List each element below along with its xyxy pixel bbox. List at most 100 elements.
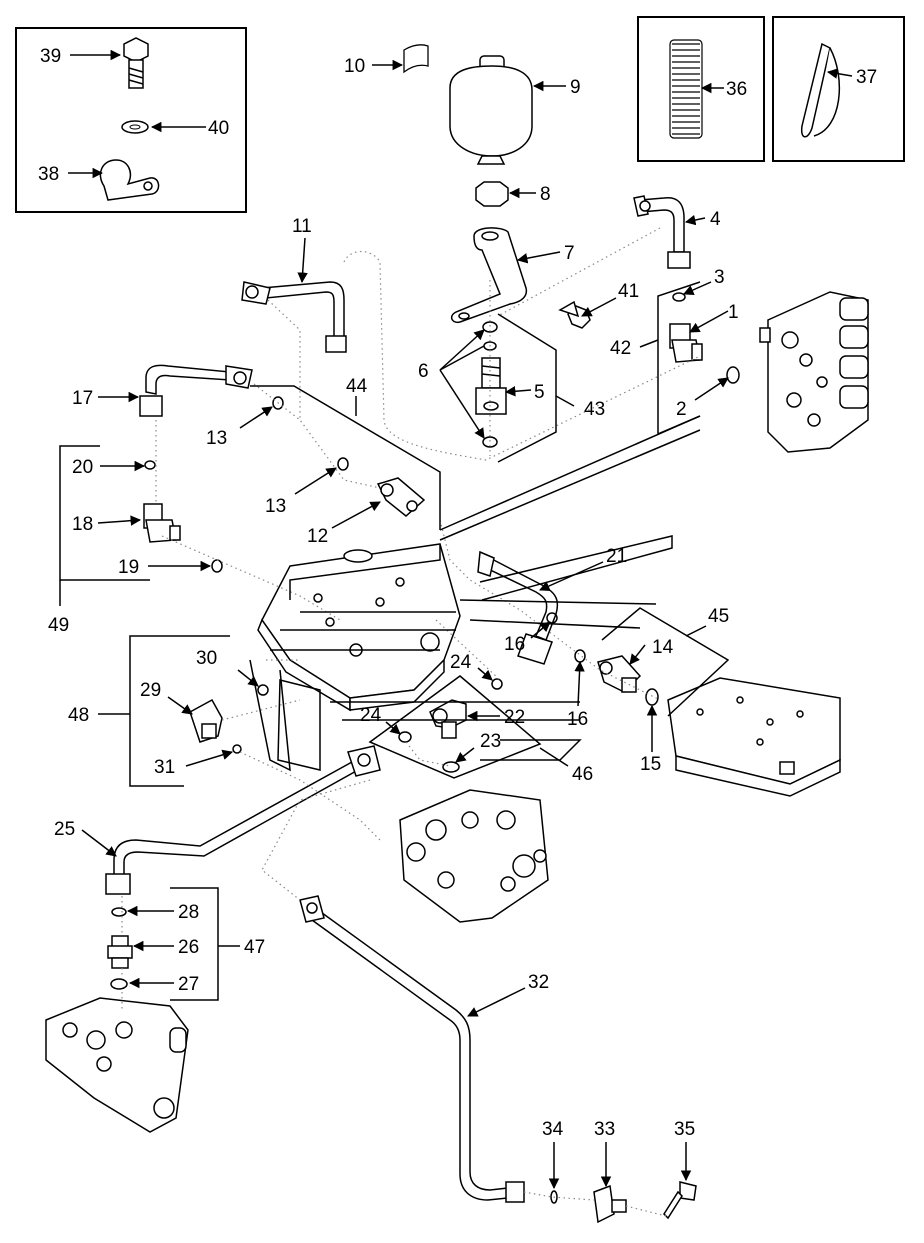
o-ring-23-part: [442, 761, 460, 773]
leader-lines: [59, 49, 853, 1190]
callout-labels: 39 40 38 10 9 8 7 4 3 1 2 41 42 5 6 43 1…: [38, 46, 877, 1140]
callout-20: 20: [72, 457, 93, 478]
callout-11: 11: [292, 216, 312, 237]
callout-24b: 24: [360, 705, 382, 726]
o-ring-28-part: [111, 907, 127, 917]
dust-cap-35-part: [663, 1181, 697, 1220]
spring-36-part: [669, 39, 703, 139]
o-ring-24-top: [491, 678, 503, 690]
bolt-39-part: [123, 37, 149, 89]
group-brackets: [59, 281, 730, 1001]
o-ring-30-part: [257, 684, 269, 696]
coupler-33-part: [593, 1184, 627, 1224]
o-ring-3-part: [672, 292, 686, 302]
callout-13b: 13: [265, 496, 286, 517]
o-ring-6-bottom: [482, 436, 498, 448]
o-ring-16-right: [574, 649, 586, 663]
callout-45: 45: [708, 606, 729, 627]
tube-25-part: [105, 745, 381, 895]
valve-5-part: [475, 357, 507, 415]
callout-35: 35: [674, 1119, 695, 1140]
callout-4: 4: [710, 209, 721, 230]
tube-21-part: [477, 550, 559, 665]
callout-37: 37: [856, 67, 877, 88]
o-ring-16-left: [546, 612, 558, 624]
callout-33: 33: [594, 1119, 615, 1140]
callout-40: 40: [208, 118, 229, 139]
callout-16b: 16: [567, 709, 588, 730]
callout-39: 39: [40, 46, 61, 67]
inset-box-spring: [637, 16, 765, 162]
o-ring-2-part: [726, 366, 740, 384]
fitting-26-part: [107, 935, 133, 969]
callout-49: 49: [48, 615, 69, 636]
bracket-7-part: [450, 227, 528, 324]
callout-48: 48: [68, 705, 89, 726]
callout-44: 44: [346, 376, 368, 397]
callout-16a: 16: [504, 634, 525, 655]
callout-29: 29: [140, 680, 161, 701]
valve-block-lower-left-part: [45, 997, 189, 1133]
o-ring-6-top: [482, 321, 498, 333]
accumulator-9-part: [449, 55, 533, 165]
callout-42: 42: [610, 338, 631, 359]
label-tag-10-part: [403, 44, 429, 74]
callout-30: 30: [196, 648, 217, 669]
washer-40-part: [121, 120, 149, 134]
valve-block-right-middle-part: [667, 677, 841, 797]
callout-6: 6: [418, 361, 429, 382]
callout-28: 28: [178, 902, 199, 923]
clamp-38-part: [99, 159, 160, 201]
tube-32-part: [299, 895, 525, 1203]
callout-12: 12: [307, 526, 328, 547]
callout-24a: 24: [450, 652, 472, 673]
dotted-center-lines: [121, 227, 701, 1217]
strap-37-part: [800, 42, 841, 138]
elbow-fitting-22-part: [429, 699, 467, 739]
callout-18: 18: [72, 514, 93, 535]
valve-block-right-part: [759, 291, 869, 453]
callout-9: 9: [570, 77, 581, 98]
o-ring-34-part: [550, 1190, 558, 1204]
callout-7: 7: [564, 243, 575, 264]
callout-32: 32: [528, 972, 549, 993]
callout-2: 2: [676, 399, 687, 420]
callout-26: 26: [178, 937, 199, 958]
valve-block-center-part: [257, 543, 461, 712]
callout-8: 8: [540, 184, 551, 205]
callout-10: 10: [344, 56, 365, 77]
fitting-29-part: [189, 698, 223, 743]
callout-36: 36: [726, 79, 747, 100]
elbow-fitting-18-part: [143, 503, 181, 543]
bolt-41-part: [558, 300, 591, 329]
o-ring-19-part: [211, 559, 223, 573]
callout-15: 15: [640, 754, 661, 775]
callout-1: 1: [728, 302, 739, 323]
o-ring-27-part: [110, 978, 128, 990]
tube-11-part: [241, 281, 347, 353]
callout-34: 34: [542, 1119, 564, 1140]
o-ring-31-part: [232, 744, 242, 754]
callout-14: 14: [652, 637, 674, 658]
valve-block-center-lower-part: [399, 789, 549, 923]
callout-19: 19: [118, 557, 139, 578]
callout-47: 47: [244, 937, 265, 958]
fitting-12-part: [376, 477, 426, 517]
callout-27: 27: [178, 974, 199, 995]
o-ring-13-top: [272, 396, 284, 410]
callout-17: 17: [72, 388, 93, 409]
o-ring-20-part: [144, 460, 156, 470]
o-ring-13-bottom: [337, 457, 349, 471]
callout-13a: 13: [206, 428, 227, 449]
nut-8-part: [475, 181, 509, 207]
callout-38: 38: [38, 164, 59, 185]
o-ring-15-part: [645, 688, 659, 706]
callout-5: 5: [534, 382, 545, 403]
inset-box-strap: [772, 16, 905, 162]
inset-box-hardware: [15, 27, 247, 213]
tube-17-part: [139, 364, 253, 417]
callout-3: 3: [714, 267, 725, 288]
tube-4-part: [633, 195, 691, 269]
